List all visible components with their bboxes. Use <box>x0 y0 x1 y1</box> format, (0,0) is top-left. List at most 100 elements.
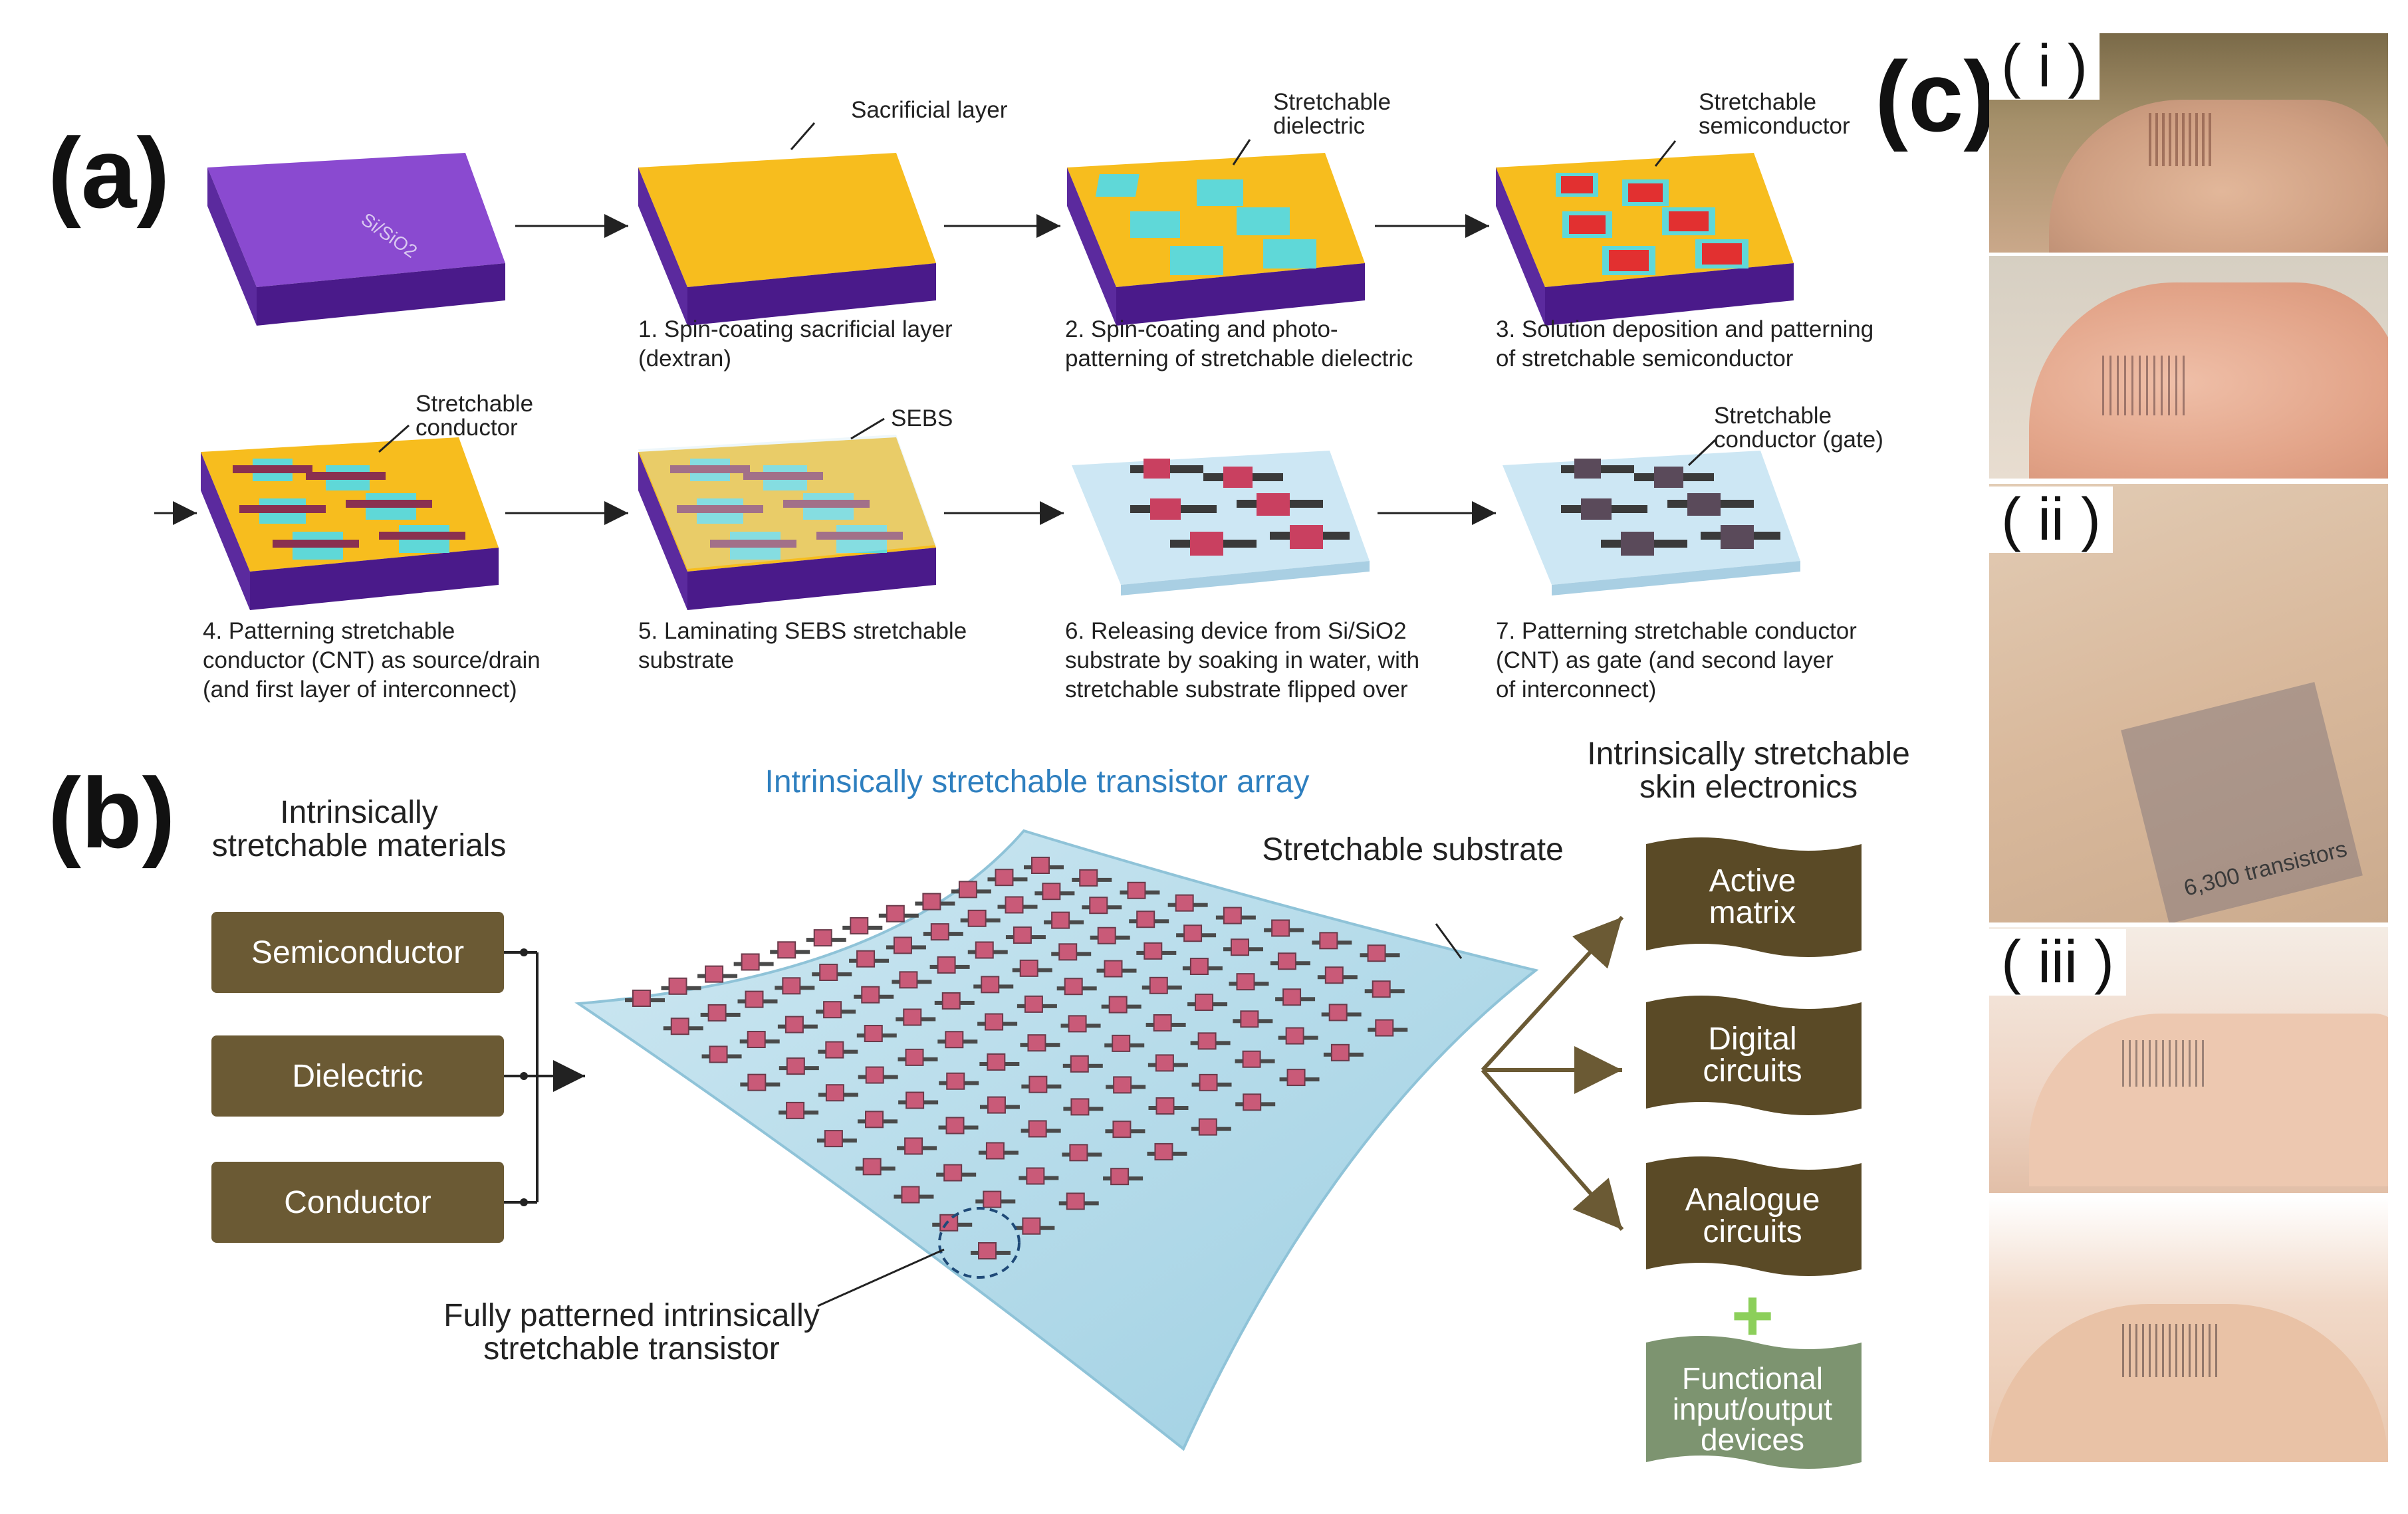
photo-thumb-2 <box>1989 256 2388 479</box>
photo-arm-2 <box>1989 1198 2388 1462</box>
transistor <box>1027 1034 1046 1052</box>
transistor <box>709 1045 728 1063</box>
transistor <box>975 941 994 959</box>
transistor <box>1153 1014 1172 1031</box>
transistor <box>1112 1034 1131 1052</box>
transistor <box>978 1242 997 1259</box>
transistor <box>946 1072 965 1090</box>
material-conductor: Conductor <box>211 1162 504 1243</box>
highlight-circle <box>938 1207 1021 1279</box>
transistor <box>747 1073 767 1091</box>
transistor <box>1330 1043 1350 1061</box>
transistor <box>943 1164 963 1182</box>
substrate-block <box>207 153 505 326</box>
transistor <box>777 941 796 959</box>
transistor <box>745 990 764 1008</box>
transistor <box>1113 1076 1132 1094</box>
transistor <box>1198 1118 1217 1136</box>
transistor <box>930 923 949 941</box>
subpanel-label-iii: ( iii ) <box>1989 929 2126 996</box>
transistor <box>1042 883 1061 901</box>
plus-sign: + <box>1731 1275 1774 1356</box>
panel-a-diagram: Si/SiO2 <box>154 122 1800 610</box>
transistor <box>1189 958 1209 976</box>
transistor <box>741 953 760 971</box>
transistor <box>1149 976 1168 994</box>
output-active-matrix: Active matrix <box>1709 863 1796 930</box>
materials-title: Intrinsically stretchable materials <box>211 795 507 863</box>
panel-b-diagram <box>504 829 1624 1452</box>
transistor <box>1069 1144 1088 1162</box>
transistor <box>1271 919 1290 937</box>
transistor <box>995 869 1014 887</box>
transistor <box>981 976 1000 994</box>
transistor <box>1005 896 1024 914</box>
step-6-caption: 6. Releasing device from Si/SiO2 substra… <box>1065 618 1420 703</box>
transistor <box>1097 926 1116 944</box>
transistor <box>1375 1019 1394 1037</box>
output-flags <box>1646 837 1862 1469</box>
sebs-block <box>638 435 936 610</box>
transistor <box>922 893 941 911</box>
transistor <box>782 977 801 995</box>
transistor <box>905 1048 924 1066</box>
transistor <box>1144 942 1163 960</box>
photo-wrist: 6,300 transistors <box>1989 484 2388 922</box>
transistor <box>1108 996 1128 1014</box>
transistor <box>670 1018 689 1035</box>
step-1-caption: 1. Spin-coating sacrificial layer (dextr… <box>638 316 953 372</box>
transistor <box>668 977 687 995</box>
transistor <box>901 1186 920 1204</box>
transistor <box>823 1001 842 1019</box>
transistor <box>1155 1097 1175 1115</box>
transistor <box>862 1158 882 1176</box>
subpanel-label-ii: ( ii ) <box>1989 487 2113 553</box>
transistor <box>850 917 869 934</box>
transistor <box>1089 897 1108 915</box>
transistor <box>1070 1098 1090 1116</box>
transistor <box>903 1008 922 1026</box>
transistor <box>747 1031 766 1049</box>
stretchable-sheet <box>574 829 1539 1452</box>
panel-b-label: (b) <box>48 757 176 869</box>
transistor <box>1324 966 1344 984</box>
transistor <box>1079 869 1098 887</box>
transistor <box>825 1084 844 1102</box>
transistor <box>987 1053 1006 1071</box>
transistor <box>1031 857 1050 874</box>
transistor <box>899 971 918 989</box>
transistor <box>1240 1010 1259 1028</box>
transistor <box>1242 1050 1261 1068</box>
electronics-title: Intrinsically stretchable skin electroni… <box>1587 736 1910 805</box>
transistor <box>1285 1027 1304 1045</box>
sacrificial-block <box>638 153 936 326</box>
transistor <box>886 905 905 922</box>
transistor <box>784 1016 804 1033</box>
transistor <box>1282 988 1302 1006</box>
transistor <box>856 950 876 968</box>
functional-devices: Functional input/output devices <box>1672 1361 1833 1457</box>
transistor <box>941 992 961 1010</box>
transistor <box>985 1142 1005 1160</box>
transistor <box>1175 894 1194 912</box>
semiconductor-block <box>1496 153 1794 326</box>
transistor <box>1110 1168 1130 1186</box>
callout-semiconductor: Stretchable semiconductor <box>1699 89 1850 139</box>
transistor <box>1026 1167 1045 1185</box>
transistor <box>1028 1120 1047 1138</box>
transistor <box>1223 907 1242 924</box>
substrate-label: Stretchable substrate <box>1262 832 1564 867</box>
step-4-caption: 4. Patterning stretchable conductor (CNT… <box>203 618 541 703</box>
transistor <box>1199 1073 1218 1091</box>
output-analogue-circuits: Analogue circuits <box>1685 1182 1820 1249</box>
transistor <box>1236 973 1255 991</box>
transistor <box>632 990 651 1007</box>
transistor <box>1231 938 1249 956</box>
output-digital-circuits: Digital circuits <box>1703 1022 1802 1089</box>
transistor <box>904 1137 923 1155</box>
step-3-caption: 3. Solution deposition and patterning of… <box>1496 316 1874 372</box>
callout-sebs: SEBS <box>891 405 953 431</box>
transistor <box>864 1025 883 1043</box>
transistor <box>1372 980 1391 998</box>
transistor <box>945 1117 965 1135</box>
